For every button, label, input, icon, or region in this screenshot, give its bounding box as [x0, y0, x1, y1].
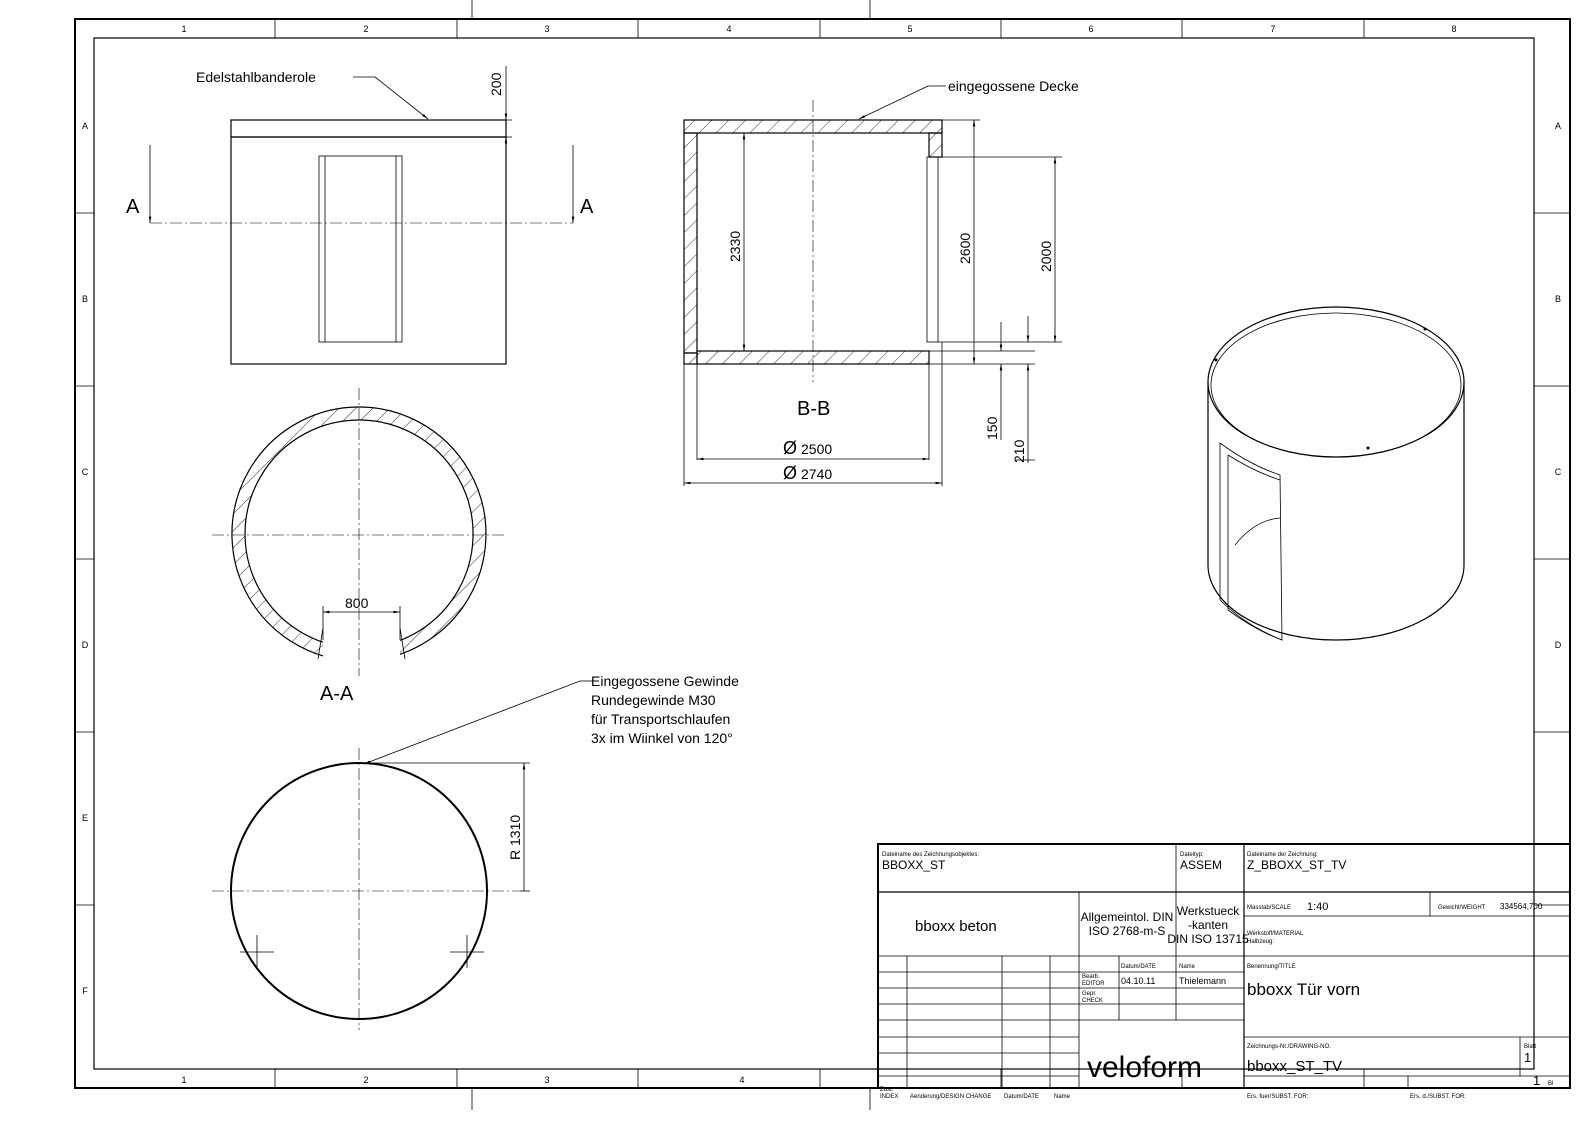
drawing-no-label: Zeichnungs-Nr./DRAWING-NO.: [1247, 1044, 1331, 1050]
edges-line-1: Werkstueck: [1177, 904, 1240, 918]
dim-r1310: R 1310: [507, 815, 523, 860]
title-block: Dateiname des Zeichnungsobjektes: BBOXX_…: [877, 843, 1571, 1100]
change-label: Aenderung/DESIGN CHANGE: [910, 1094, 991, 1100]
view-label-bb: B-B: [797, 398, 830, 420]
zust-label: INDEX: [880, 1094, 898, 1100]
col-label: 4: [726, 24, 731, 34]
editor-name: Thielemann: [1179, 976, 1226, 986]
filetype-label: Dateityp:: [1180, 852, 1204, 858]
dim-150: 150: [984, 416, 1000, 440]
sheet-value: 1: [1524, 1050, 1531, 1065]
col-label: 1: [181, 1075, 186, 1085]
check-label: Gepr.: [1082, 991, 1097, 997]
change-date-label: Datum/DATE: [1004, 1094, 1039, 1100]
gewinde-line-1: Eingegossene Gewinde: [591, 673, 739, 689]
col-label: 2: [363, 1075, 368, 1085]
row-label: C: [82, 467, 89, 477]
col-label: 8: [1451, 24, 1456, 34]
check-label: CHECK: [1082, 998, 1103, 1004]
editor-label: Bearb.: [1082, 974, 1100, 980]
section-label: A: [580, 196, 594, 218]
col-label: 3: [544, 1075, 549, 1085]
section-aa-view: 800 A-A: [212, 388, 506, 705]
halbzeug-label: Halbzeug:: [1247, 939, 1274, 945]
view-label-aa: A-A: [320, 683, 354, 705]
col-label: 3: [544, 24, 549, 34]
front-view: A A Edelstahlbanderole 200: [126, 66, 594, 365]
material-name: bboxx beton: [915, 918, 997, 935]
drawing-file-value: Z_BBOXX_ST_TV: [1247, 858, 1346, 872]
edges-line-3: DIN ISO 13715: [1167, 932, 1249, 946]
file-object-value: BBOXX_ST: [882, 858, 946, 872]
gewinde-line-2: Rundegewinde M30: [591, 692, 716, 708]
row-labels-left: A B C D E F: [82, 121, 89, 996]
ers-fuer-label: Ers. fuer/SUBST. FOR:: [1247, 1094, 1309, 1100]
sheet-suffix: Bl: [1548, 1081, 1553, 1087]
drawing-no-value: bboxx_ST_TV: [1247, 1058, 1342, 1075]
editor-date: 04.10.11: [1121, 976, 1155, 986]
dim-2600: 2600: [957, 233, 973, 264]
isometric-view: [1207, 306, 1465, 641]
gewinde-line-3: für Transportschlaufen: [591, 711, 730, 727]
title-value: bboxx Tür vorn: [1247, 980, 1360, 999]
title-label: Benennung/TITLE: [1247, 964, 1296, 970]
zust-label: Zust.: [880, 1087, 894, 1093]
col-label: 7: [1270, 24, 1275, 34]
veloform-logo: veloform: [1087, 1051, 1202, 1084]
col-label: 5: [907, 24, 912, 34]
diameter-symbol: Ø: [783, 463, 797, 483]
row-label: B: [82, 294, 88, 304]
row-label: B: [1555, 294, 1561, 304]
row-label: A: [1555, 121, 1561, 131]
row-labels-right: A B C D: [1555, 121, 1562, 650]
row-label: C: [1555, 467, 1562, 477]
decke-label: eingegossene Decke: [948, 78, 1079, 94]
filetype-value: ASSEM: [1180, 858, 1222, 872]
scale-value: 1:40: [1307, 901, 1328, 913]
banderole-label: Edelstahlbanderole: [196, 69, 316, 85]
col-label: 2: [363, 24, 368, 34]
tolerance-line-1: Allgemeintol. DIN: [1081, 910, 1174, 924]
weight-value: 334564,700: [1500, 902, 1543, 911]
file-object-label: Dateiname des Zeichnungsobjektes:: [882, 852, 979, 858]
diameter-symbol: Ø: [783, 438, 797, 458]
dim-2500: 2500: [801, 441, 832, 457]
dim-2330: 2330: [727, 231, 743, 262]
top-view: Eingegossene Gewinde Rundegewinde M30 fü…: [212, 673, 739, 1030]
section-bb-view: eingegossene Decke 2330 2600 2000 150 21…: [683, 78, 1079, 486]
dim-200: 200: [488, 72, 504, 96]
tolerance-line-2: ISO 2768-m-S: [1089, 924, 1166, 938]
col-label: 1: [181, 24, 186, 34]
row-label: A: [82, 121, 88, 131]
editor-label: EDITOR: [1082, 981, 1105, 987]
row-label: E: [82, 813, 88, 823]
column-labels-bottom: 1 2 3 4: [181, 1075, 744, 1085]
row-label: D: [82, 640, 89, 650]
dim-210: 210: [1011, 439, 1027, 463]
row-label: D: [1555, 640, 1562, 650]
ers-durch-label: Ers. d./SUBST. FOR:: [1410, 1094, 1466, 1100]
col-label: 4: [739, 1075, 744, 1085]
sheet-frame: [74, 0, 1571, 1110]
col-label: 6: [1088, 24, 1093, 34]
drawing-file-label: Dateiname der Zeichnung:: [1247, 852, 1318, 858]
material-label: Werkstoff/MATERIAL: [1247, 931, 1304, 937]
gewinde-line-4: 3x im Wiinkel von 120°: [591, 730, 733, 746]
dim-2000: 2000: [1038, 241, 1054, 272]
dim-2740: 2740: [801, 466, 832, 482]
column-labels-top: 1 2 3 4 5 6 7 8: [181, 24, 1456, 34]
sheet-total: 1: [1533, 1073, 1540, 1088]
name-header: Name: [1179, 964, 1196, 970]
scale-label: Masstab/SCALE: [1247, 905, 1291, 911]
date-header: Datum/DATE: [1121, 964, 1156, 970]
edges-line-2: -kanten: [1188, 918, 1228, 932]
change-name-label: Name: [1054, 1094, 1071, 1100]
dim-800: 800: [345, 595, 369, 611]
weight-label: Gewicht/WEIGHT: [1438, 905, 1486, 911]
row-label: F: [82, 986, 88, 996]
sheet-label: Blatt: [1524, 1044, 1536, 1050]
section-label: A: [126, 196, 140, 218]
